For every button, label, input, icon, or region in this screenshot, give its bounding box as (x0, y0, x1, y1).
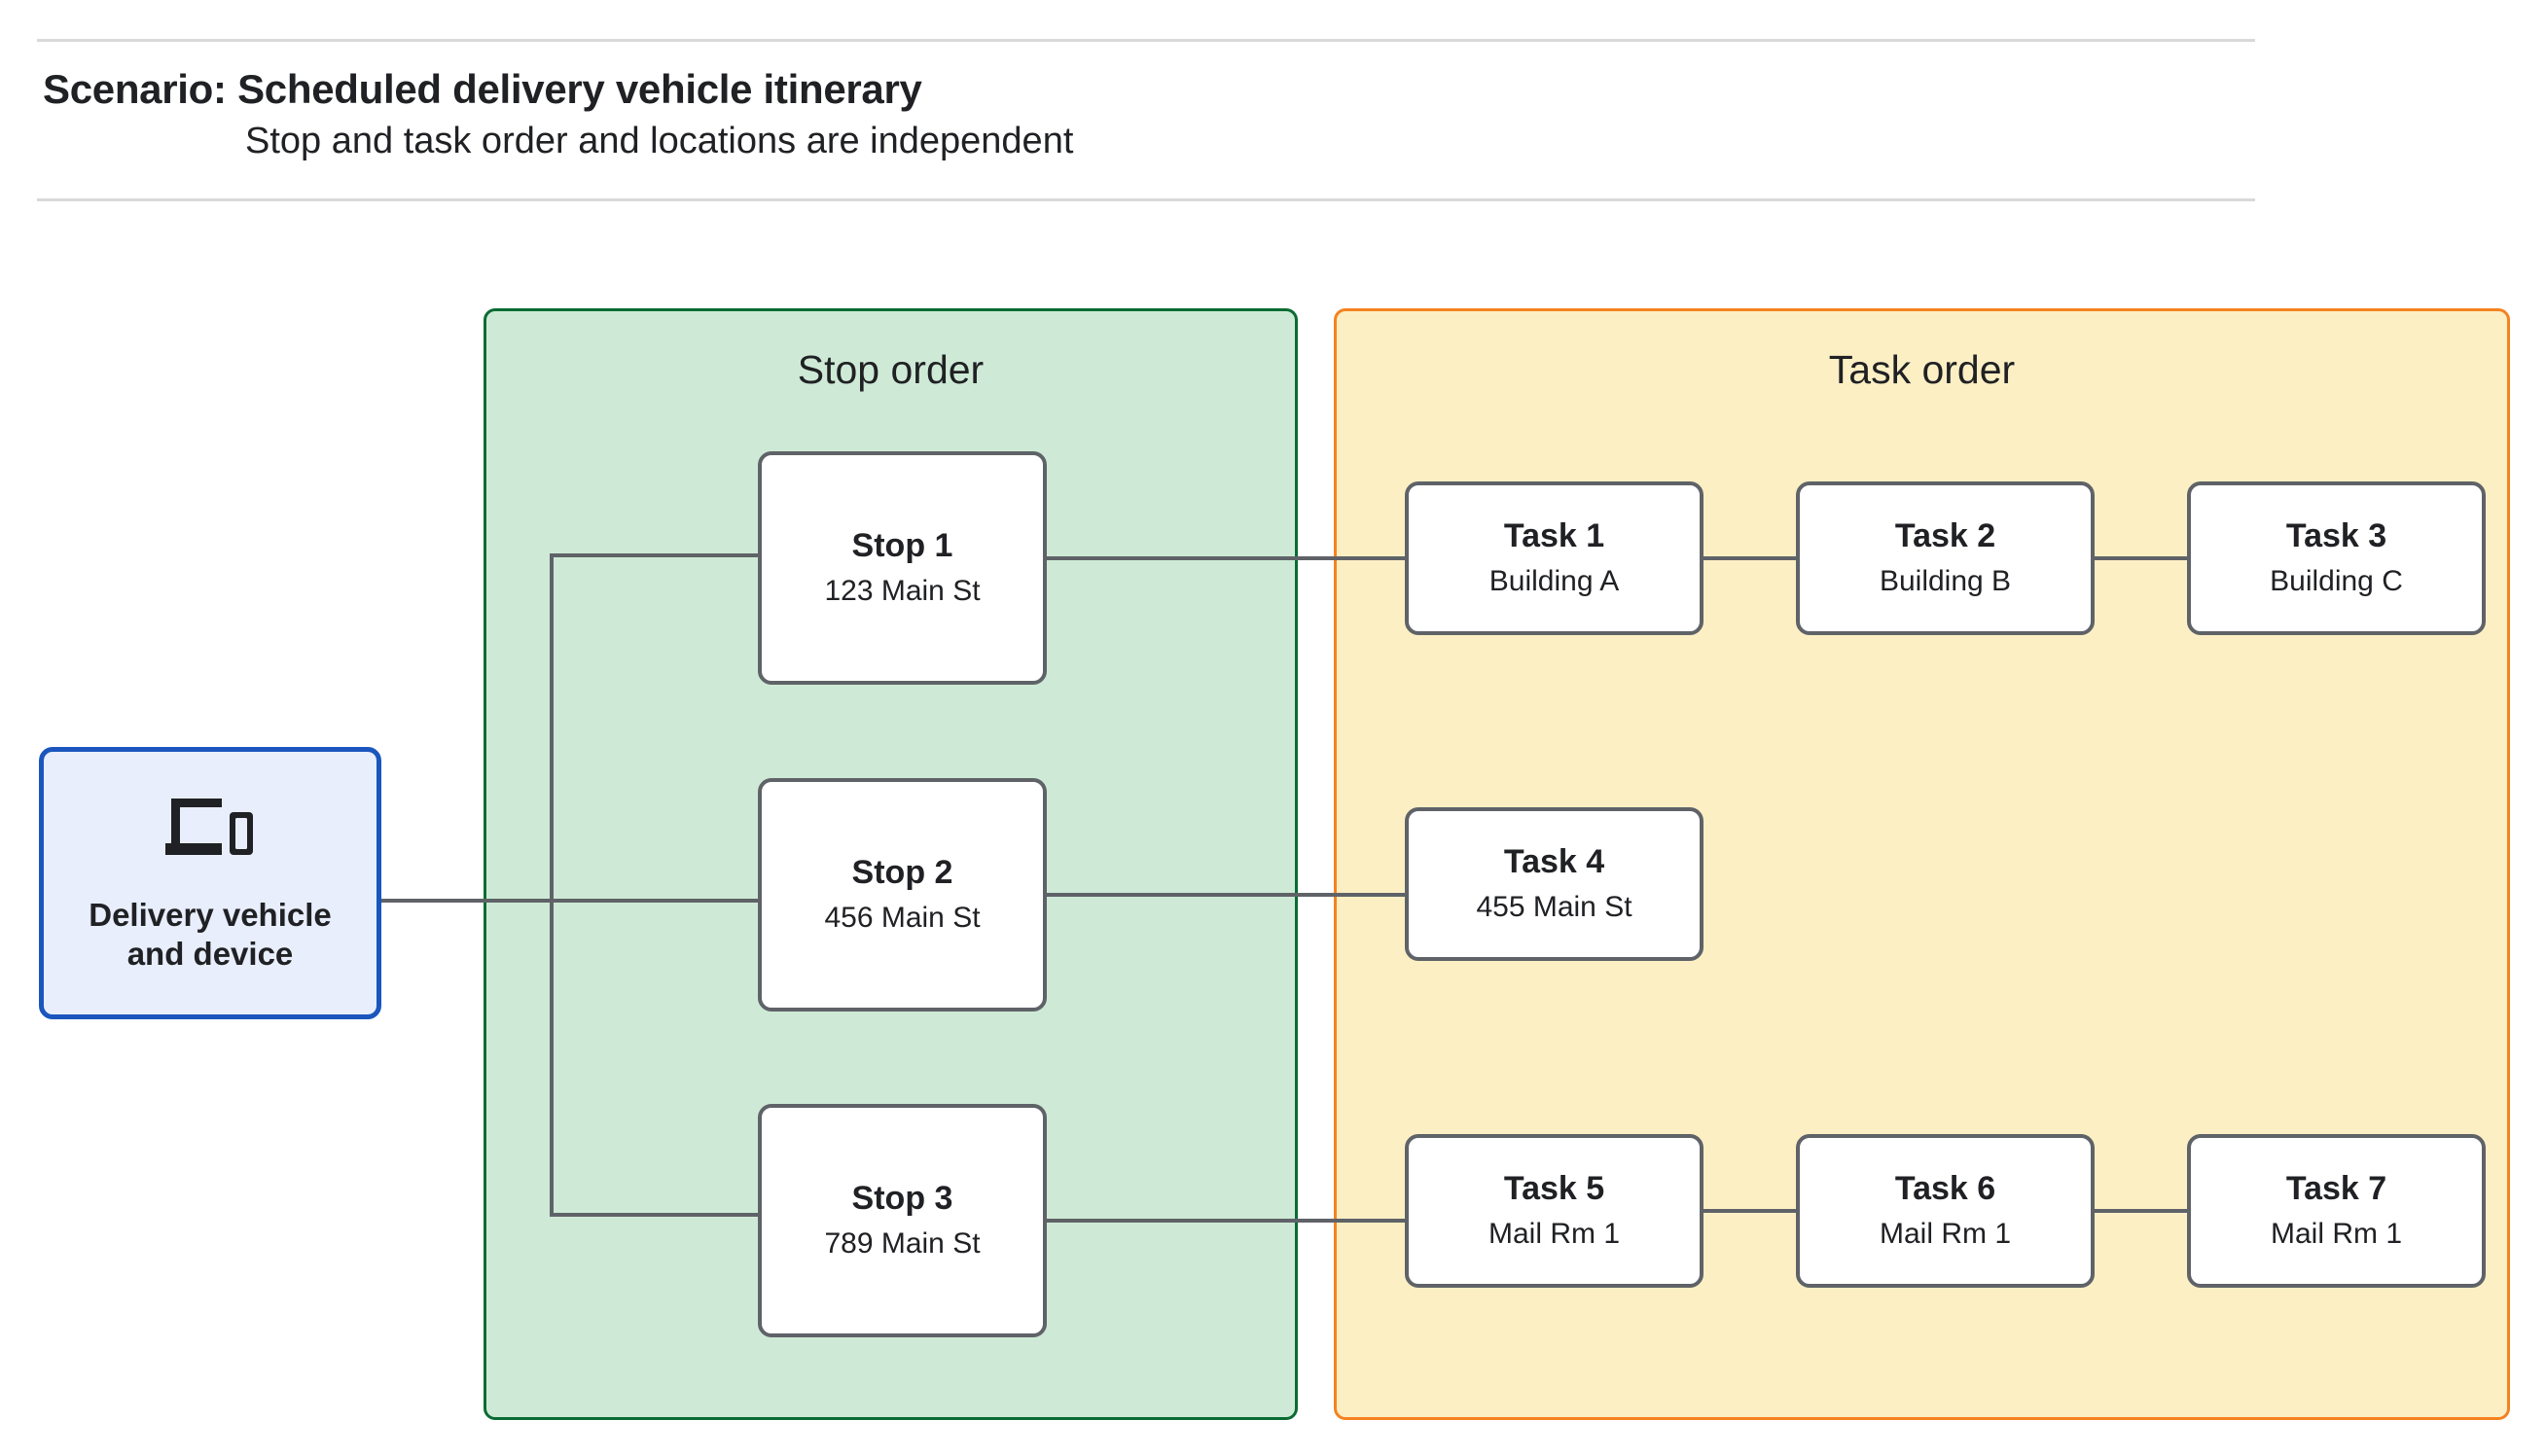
stop-node-title: Stop 3 (851, 1180, 953, 1218)
task-order-panel-title: Task order (1828, 347, 2016, 392)
delivery-vehicle-label: Delivery vehicle and device (89, 896, 332, 972)
task-node-location: Building A (1488, 564, 1620, 597)
stop-node-3[interactable]: Stop 3 789 Main St (758, 1104, 1047, 1337)
task-node-2[interactable]: Task 2 Building B (1796, 481, 2095, 635)
stop-node-address: 123 Main St (824, 574, 981, 607)
delivery-vehicle-node[interactable]: Delivery vehicle and device (39, 747, 381, 1019)
task-node-location: 455 Main St (1476, 890, 1632, 923)
task-node-location: Mail Rm 1 (1879, 1217, 2011, 1250)
task-node-1[interactable]: Task 1 Building A (1405, 481, 1703, 635)
stop-node-1[interactable]: Stop 1 123 Main St (758, 451, 1047, 685)
task-node-title: Task 7 (2285, 1170, 2387, 1208)
stop-node-title: Stop 2 (851, 854, 953, 892)
stop-node-address: 789 Main St (824, 1226, 981, 1260)
task-node-location: Building C (2270, 564, 2403, 597)
task-node-title: Task 6 (1894, 1170, 1996, 1208)
header-divider-bottom (37, 198, 2255, 201)
task-node-title: Task 5 (1503, 1170, 1605, 1208)
task-node-title: Task 3 (2285, 517, 2387, 555)
devices-icon (165, 798, 253, 855)
task-node-location: Mail Rm 1 (2270, 1217, 2402, 1250)
header-divider-top (37, 39, 2255, 42)
stop-node-2[interactable]: Stop 2 456 Main St (758, 778, 1047, 1012)
page-subtitle: Stop and task order and locations are in… (245, 121, 1074, 161)
stop-order-panel-title: Stop order (797, 347, 985, 392)
task-node-title: Task 2 (1894, 517, 1996, 555)
task-node-3[interactable]: Task 3 Building C (2187, 481, 2486, 635)
task-node-location: Building B (1879, 564, 2012, 597)
task-node-title: Task 1 (1503, 517, 1605, 555)
task-node-title: Task 4 (1503, 843, 1605, 881)
stop-node-title: Stop 1 (851, 527, 953, 565)
task-node-4[interactable]: Task 4 455 Main St (1405, 807, 1703, 961)
task-node-location: Mail Rm 1 (1488, 1217, 1620, 1250)
task-node-7[interactable]: Task 7 Mail Rm 1 (2187, 1134, 2486, 1288)
task-node-5[interactable]: Task 5 Mail Rm 1 (1405, 1134, 1703, 1288)
page-title: Scenario: Scheduled delivery vehicle iti… (43, 66, 922, 112)
stop-node-address: 456 Main St (824, 901, 981, 934)
task-node-6[interactable]: Task 6 Mail Rm 1 (1796, 1134, 2095, 1288)
